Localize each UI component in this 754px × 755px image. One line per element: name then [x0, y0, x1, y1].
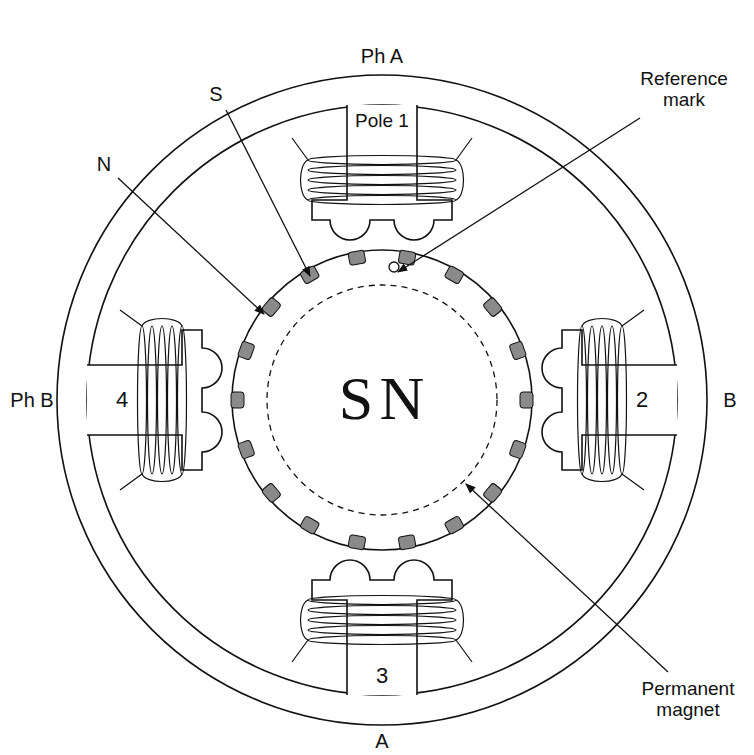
- pole-label: Pole 1: [352, 111, 412, 132]
- rotor-slot: [261, 483, 281, 504]
- pole-number: 3: [373, 664, 391, 688]
- motor-frame: [57, 75, 707, 725]
- coil-turn: [598, 326, 607, 474]
- rotor-slot: [444, 265, 464, 284]
- stator-pole: [87, 310, 222, 490]
- stator-pole: [542, 310, 677, 490]
- magnet-polarity: N: [380, 364, 425, 432]
- rotor-slot: [348, 535, 366, 551]
- coil-turn: [308, 626, 456, 635]
- magnet-polarity: S: [339, 364, 373, 432]
- rotor-slot: [483, 297, 503, 318]
- coil-lead: [292, 640, 472, 662]
- rotor-slot: [509, 440, 527, 459]
- rotor-slot: [398, 250, 416, 266]
- coil-turn: [308, 616, 456, 625]
- callout-label: Permanent magnet: [628, 679, 748, 721]
- coil-turn: [308, 606, 456, 615]
- pole-number: 4: [113, 388, 131, 412]
- coil-turn: [308, 156, 456, 165]
- pole-polarity: S: [209, 83, 222, 105]
- coil-turn: [308, 636, 456, 645]
- leader-line: [118, 178, 264, 314]
- coil-lead: [292, 138, 472, 160]
- coil-turn: [608, 326, 617, 474]
- stator-yoke: [87, 105, 677, 695]
- coil-turn: [578, 326, 587, 474]
- leader-line: [466, 484, 668, 672]
- coil-turn: [148, 326, 157, 474]
- pole-number: 2: [633, 388, 651, 412]
- rotor-slot: [444, 516, 464, 535]
- callout-label: Reference mark: [629, 69, 739, 111]
- rotor-slot: [509, 341, 527, 360]
- phase-label: Ph B: [10, 389, 53, 411]
- coil-turn: [308, 186, 456, 195]
- coil-turn: [178, 326, 187, 474]
- coil-turn: [158, 326, 167, 474]
- phase-label: A: [375, 730, 388, 752]
- stator-pole: [292, 560, 472, 695]
- phase-label: B: [723, 389, 736, 411]
- leader-line: [226, 110, 310, 276]
- coil-turn: [168, 326, 177, 474]
- coil-turn: [308, 596, 456, 605]
- rotor-slot: [300, 516, 320, 535]
- rotor-slot: [231, 392, 244, 408]
- reference-mark: [389, 262, 399, 272]
- rotor-slot: [483, 483, 503, 504]
- pole-polarity: N: [97, 153, 111, 175]
- rotor-slot: [398, 535, 416, 551]
- rotor: [232, 250, 532, 550]
- coil-turn: [618, 326, 627, 474]
- coil-turn: [308, 166, 456, 175]
- coil-turn: [308, 176, 456, 185]
- rotor-slot: [520, 392, 533, 408]
- rotor-slot: [348, 250, 366, 266]
- rotor-slot: [261, 297, 281, 318]
- rotor-slot: [237, 341, 255, 360]
- coil-turn: [588, 326, 597, 474]
- coil-turn: [308, 196, 456, 205]
- rotor-slot: [237, 440, 255, 459]
- stator-pole: [292, 105, 472, 240]
- coil-turn: [138, 326, 147, 474]
- permanent-magnet-outline: [267, 285, 497, 515]
- leader-line: [398, 118, 640, 272]
- phase-label: Ph A: [361, 45, 403, 67]
